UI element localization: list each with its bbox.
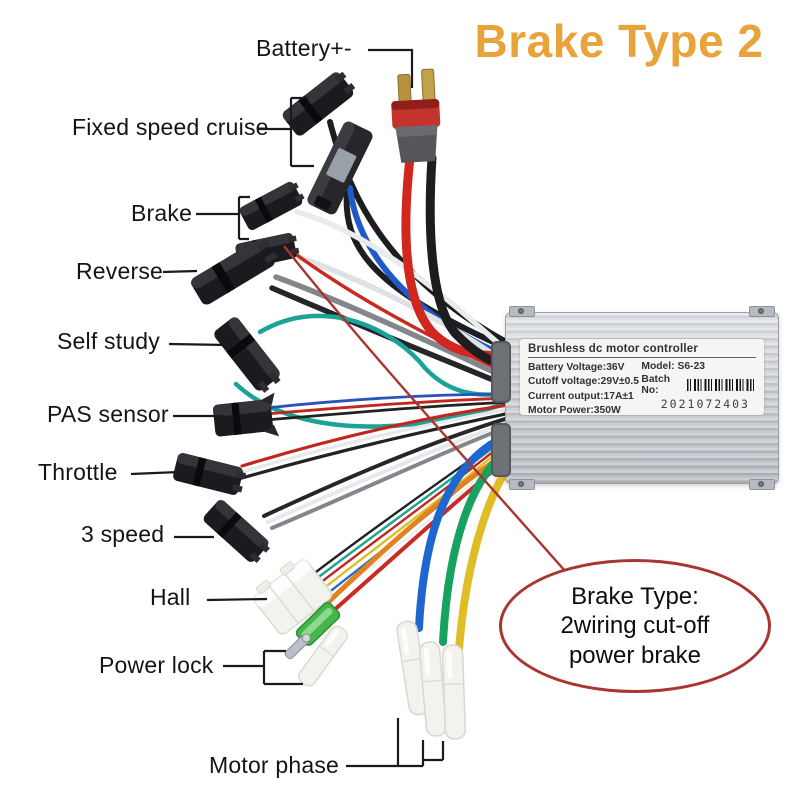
wire-grommet bbox=[491, 341, 511, 403]
label-motor-phase: Motor phase bbox=[209, 752, 340, 778]
motor-phase-terminal-3 bbox=[441, 643, 467, 741]
brake-wire-white bbox=[294, 209, 518, 361]
leader-lines bbox=[130, 48, 445, 768]
label-power-lock: Power lock bbox=[99, 652, 214, 678]
controller-specs: Battery Voltage:36V Cutoff voltage:29V±0… bbox=[528, 361, 641, 419]
batch-number: 2021072403 bbox=[660, 397, 750, 411]
model-value: S6-23 bbox=[677, 361, 705, 372]
fsc-wire-black2 bbox=[343, 179, 518, 355]
three-speed-connector bbox=[201, 497, 273, 567]
callout-line-2: 2wiring cut-off bbox=[560, 612, 710, 640]
reverse-wire-grey bbox=[273, 274, 518, 385]
page-title: Brake Type 2 bbox=[474, 15, 764, 67]
label-brake: Brake bbox=[131, 200, 193, 226]
hall-connector bbox=[253, 559, 333, 635]
label-fixed-speed-cruise: Fixed speed cruise bbox=[72, 114, 269, 140]
power-lock-bullet-terminal bbox=[284, 633, 311, 660]
barcode bbox=[686, 379, 756, 391]
label-pas-sensor: PAS sensor bbox=[47, 401, 169, 427]
reverse-wire-black bbox=[269, 285, 518, 392]
pas-sensor-connector bbox=[212, 392, 280, 437]
label-throttle: Throttle bbox=[38, 459, 118, 485]
brake-wire-red bbox=[288, 248, 517, 379]
fixed-speed-cruise-connector-b bbox=[307, 121, 373, 215]
brake-connector-a bbox=[238, 178, 307, 232]
wire-grommet bbox=[491, 423, 511, 477]
batch-label: Batch No: bbox=[641, 374, 670, 396]
controller-label: Brushless dc motor controller Battery Vo… bbox=[520, 339, 764, 416]
controller-box: Brushless dc motor controller Battery Vo… bbox=[491, 306, 779, 490]
spec-cutoff-voltage: Cutoff voltage:29V±0.5 bbox=[528, 376, 639, 388]
throttle-connector bbox=[171, 451, 248, 497]
mounting-tab bbox=[749, 306, 775, 317]
controller-label-title: Brushless dc motor controller bbox=[528, 343, 756, 358]
spec-current-output: Current output:17A±1 bbox=[528, 390, 634, 402]
label-battery: Battery+- bbox=[256, 35, 352, 61]
callout-leader-line bbox=[283, 245, 567, 573]
label-reverse: Reverse bbox=[76, 258, 164, 284]
brake-type-callout: Brake Type: 2wiring cut-off power brake bbox=[499, 559, 771, 693]
mounting-tab bbox=[509, 479, 535, 490]
reverse-connector bbox=[188, 235, 281, 307]
spec-motor-power: Motor Power:350W bbox=[528, 405, 621, 417]
battery-wire-black bbox=[425, 153, 520, 371]
callout-line-1: Brake Type: bbox=[571, 583, 699, 611]
mounting-tab bbox=[509, 306, 535, 317]
connectors bbox=[171, 68, 467, 741]
model-label: Model: bbox=[641, 361, 675, 372]
callout-line-3: power brake bbox=[568, 641, 702, 669]
label-three-speed: 3 speed bbox=[81, 521, 165, 547]
label-hall: Hall bbox=[150, 584, 191, 610]
controller-model-block: Model: S6-23 Batch No: 2021072403 bbox=[641, 361, 756, 419]
label-self-study: Self study bbox=[57, 328, 160, 354]
mounting-tab bbox=[749, 479, 775, 490]
battery-deans-connector bbox=[391, 68, 441, 163]
spec-battery-voltage: Battery Voltage:36V bbox=[528, 362, 625, 373]
